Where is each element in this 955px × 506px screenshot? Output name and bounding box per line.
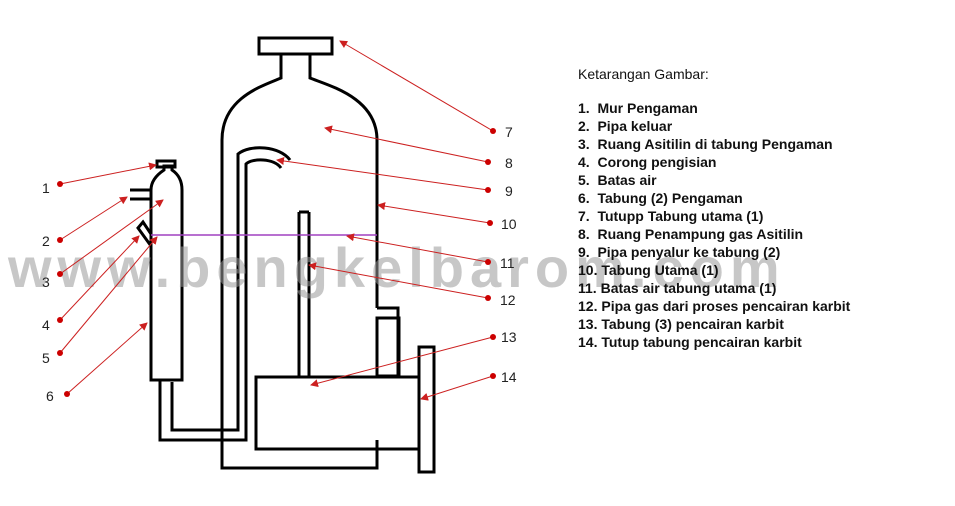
arrow-3: [59, 199, 164, 275]
dot-1: [57, 181, 63, 187]
legend-item-2: 2. Pipa keluar: [578, 118, 673, 134]
legend-item-6: 6. Tabung (2) Pengaman: [578, 190, 743, 206]
main-tank-cap: [257, 36, 334, 56]
dot-2: [57, 237, 63, 243]
main-tank-small-box: [375, 316, 401, 378]
main-tank-body: [220, 54, 379, 470]
dot-6: [64, 391, 70, 397]
legend-title: Ketarangan Gambar:: [578, 66, 709, 82]
callout-number-8: 8: [505, 155, 513, 171]
legend-item-14: 14. Tutup tabung pencairan karbit: [578, 334, 802, 350]
carbide-tank-cover: [417, 345, 436, 474]
callout-arrows: [59, 40, 494, 401]
legend-item-5: 5. Batas air: [578, 172, 657, 188]
dot-8: [485, 159, 491, 165]
callout-dots: [57, 128, 496, 397]
dot-10: [487, 220, 493, 226]
arrow-7: [339, 40, 494, 132]
legend-item-11: 11. Batas air tabung utama (1): [578, 280, 776, 296]
arrow-2: [59, 196, 128, 241]
dot-3: [57, 271, 63, 277]
dot-12: [485, 295, 491, 301]
callout-number-1: 1: [42, 180, 50, 196]
arrow-10: [377, 202, 491, 224]
legend-item-4: 4. Corong pengisian: [578, 154, 716, 170]
dot-14: [490, 373, 496, 379]
callout-number-4: 4: [42, 317, 50, 333]
callout-number-13: 13: [501, 329, 517, 345]
legend-item-13: 13. Tabung (3) pencairan karbit: [578, 316, 784, 332]
arrow-9: [276, 157, 489, 191]
arrow-11: [346, 233, 489, 263]
arrow-14: [420, 375, 494, 401]
callout-numbers: 1 2 3 4 5 6 7 8 9 10 11 12 13 14: [42, 124, 517, 404]
legend-item-10: 10. Tabung Utama (1): [578, 262, 719, 278]
dot-13: [490, 334, 496, 340]
dot-7: [490, 128, 496, 134]
watermark-text: www.bengkelbarom.com: [7, 236, 786, 299]
legend-item-7: 7. Tutupp Tabung utama (1): [578, 208, 763, 224]
delivery-pipe-to-safety-tank: [170, 146, 292, 432]
arrow-1: [59, 162, 157, 185]
filling-funnel: [136, 219, 153, 247]
callout-number-9: 9: [505, 183, 513, 199]
callout-number-7: 7: [505, 124, 513, 140]
arrow-13: [310, 336, 494, 388]
dot-9: [485, 187, 491, 193]
legend-item-3: 3. Ruang Asitilin di tabung Pengaman: [578, 136, 833, 152]
carbide-tank: [254, 375, 421, 451]
legend-item-12: 12. Pipa gas dari proses pencairan karbi…: [578, 298, 851, 314]
dot-5: [57, 350, 63, 356]
callout-number-12: 12: [500, 292, 516, 308]
safety-nut: [155, 159, 177, 169]
arrow-6: [66, 322, 148, 395]
legend-item-8: 8. Ruang Penampung gas Asitilin: [578, 226, 803, 242]
callout-number-3: 3: [42, 274, 50, 290]
callout-number-14: 14: [501, 369, 517, 385]
dot-4: [57, 317, 63, 323]
legend-item-1: 1. Mur Pengaman: [578, 100, 698, 116]
dot-11: [485, 259, 491, 265]
callout-number-6: 6: [46, 388, 54, 404]
callout-number-2: 2: [42, 233, 50, 249]
outlet-pipe: [130, 188, 151, 201]
arrow-12: [308, 262, 489, 299]
callout-number-5: 5: [42, 350, 50, 366]
arrow-8: [324, 125, 489, 163]
legend: Ketarangan Gambar: 1. Mur Pengaman 2. Pi…: [578, 66, 851, 350]
callout-number-11: 11: [500, 255, 515, 271]
arrow-5: [59, 236, 158, 354]
legend-item-9: 9. Pipa penyalur ke tabung (2): [578, 244, 780, 260]
gas-pipe-from-carbide: [297, 210, 311, 378]
callout-number-10: 10: [501, 216, 517, 232]
arrow-4: [59, 235, 140, 321]
apparatus: [130, 36, 436, 474]
